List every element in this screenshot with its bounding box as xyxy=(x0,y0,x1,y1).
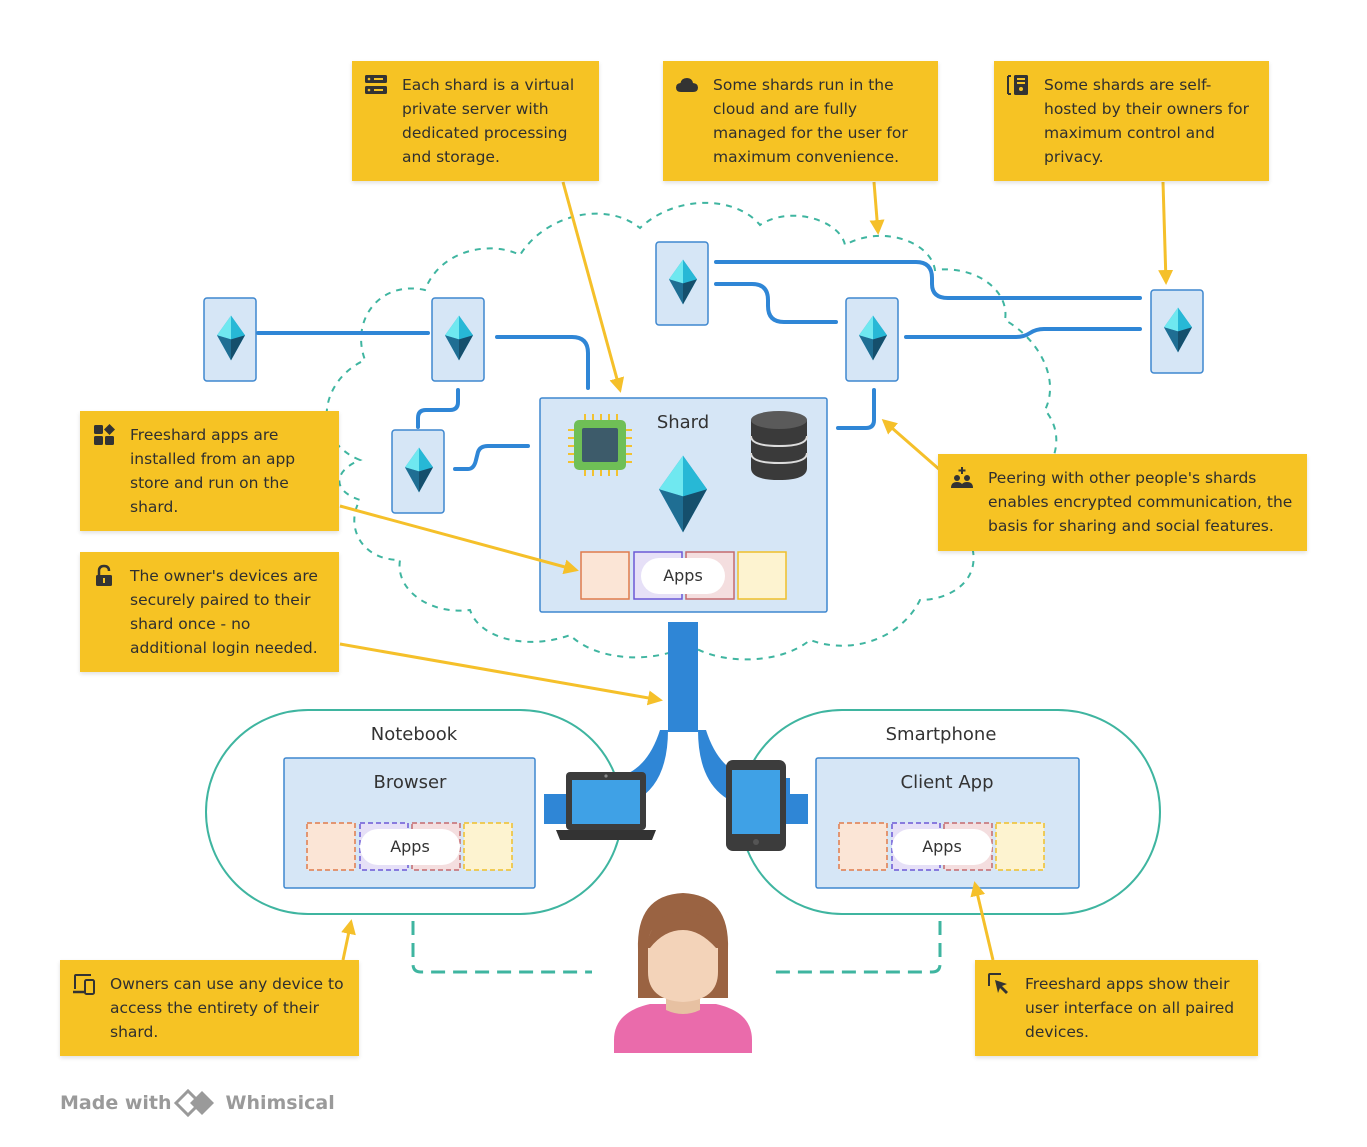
note-vps: Each shard is a virtual private server w… xyxy=(352,61,599,181)
laptop-icon xyxy=(556,772,656,840)
peer-connections xyxy=(256,260,1142,471)
note-apps-text: Freeshard apps are installed from an app… xyxy=(130,426,296,516)
database-icon xyxy=(750,411,808,480)
notebook-title: Notebook xyxy=(370,724,458,745)
note-devices: The owner's devices are securely paired … xyxy=(80,552,339,672)
notebook-person-link xyxy=(411,921,592,974)
note-peering-text: Peering with other people's shards enabl… xyxy=(988,469,1293,535)
phone-icon xyxy=(726,760,786,851)
person-icon xyxy=(614,893,752,1053)
shard-apps-label: Apps xyxy=(641,558,725,594)
cloud-icon xyxy=(676,78,698,92)
note-cloud-text: Some shards run in the cloud and are ful… xyxy=(713,76,908,166)
smartphone-person-link xyxy=(774,921,942,974)
whimsical-logo xyxy=(173,1088,214,1118)
shard-tile-6 xyxy=(1150,289,1204,374)
note-selfhosted: Some shards are self-hosted by their own… xyxy=(994,61,1269,181)
note-vps-text: Each shard is a virtual private server w… xyxy=(402,76,575,166)
watermark-brand: Whimsical xyxy=(225,1092,335,1114)
note-anydevice: Owners can use any device to access the … xyxy=(60,960,359,1056)
main-shard-box xyxy=(539,397,828,613)
client-app-title: Client App xyxy=(900,772,994,793)
people-plus-icon xyxy=(951,467,973,488)
shard-title: Shard xyxy=(656,412,710,433)
devices-icon xyxy=(73,974,95,995)
client-apps-label: Apps xyxy=(892,829,992,865)
cpu-chip-icon xyxy=(568,414,632,476)
tower-icon xyxy=(1007,75,1028,95)
shard-tile-1 xyxy=(203,297,257,382)
watermark: Made with Whimsical xyxy=(60,1088,335,1118)
browser-title: Browser xyxy=(373,772,447,793)
apps-grid-icon xyxy=(94,424,115,445)
shard-tile-2 xyxy=(431,297,485,382)
server-icon xyxy=(365,75,387,94)
annotation-arrows xyxy=(339,181,1174,961)
notebook-capsule xyxy=(205,709,623,915)
note-devices-text: The owner's devices are securely paired … xyxy=(130,567,318,657)
watermark-made-with: Made with xyxy=(60,1092,172,1114)
note-selfhosted-text: Some shards are self-hosted by their own… xyxy=(1044,76,1249,166)
note-apps: Freeshard apps are installed from an app… xyxy=(80,411,339,531)
note-anydevice-text: Owners can use any device to access the … xyxy=(110,975,344,1041)
shard-tile-5 xyxy=(845,297,899,382)
pointer-icon xyxy=(988,973,1008,994)
browser-apps-label: Apps xyxy=(360,829,460,865)
lock-icon xyxy=(96,564,112,586)
note-cloud: Some shards run in the cloud and are ful… xyxy=(663,61,938,181)
shard-tile-3 xyxy=(391,429,445,514)
note-peering: Peering with other people's shards enabl… xyxy=(938,454,1307,551)
smartphone-title: Smartphone xyxy=(885,724,997,745)
note-ui-text: Freeshard apps show their user interface… xyxy=(1025,975,1235,1041)
note-ui: Freeshard apps show their user interface… xyxy=(975,960,1258,1056)
shard-tile-4 xyxy=(655,241,709,326)
